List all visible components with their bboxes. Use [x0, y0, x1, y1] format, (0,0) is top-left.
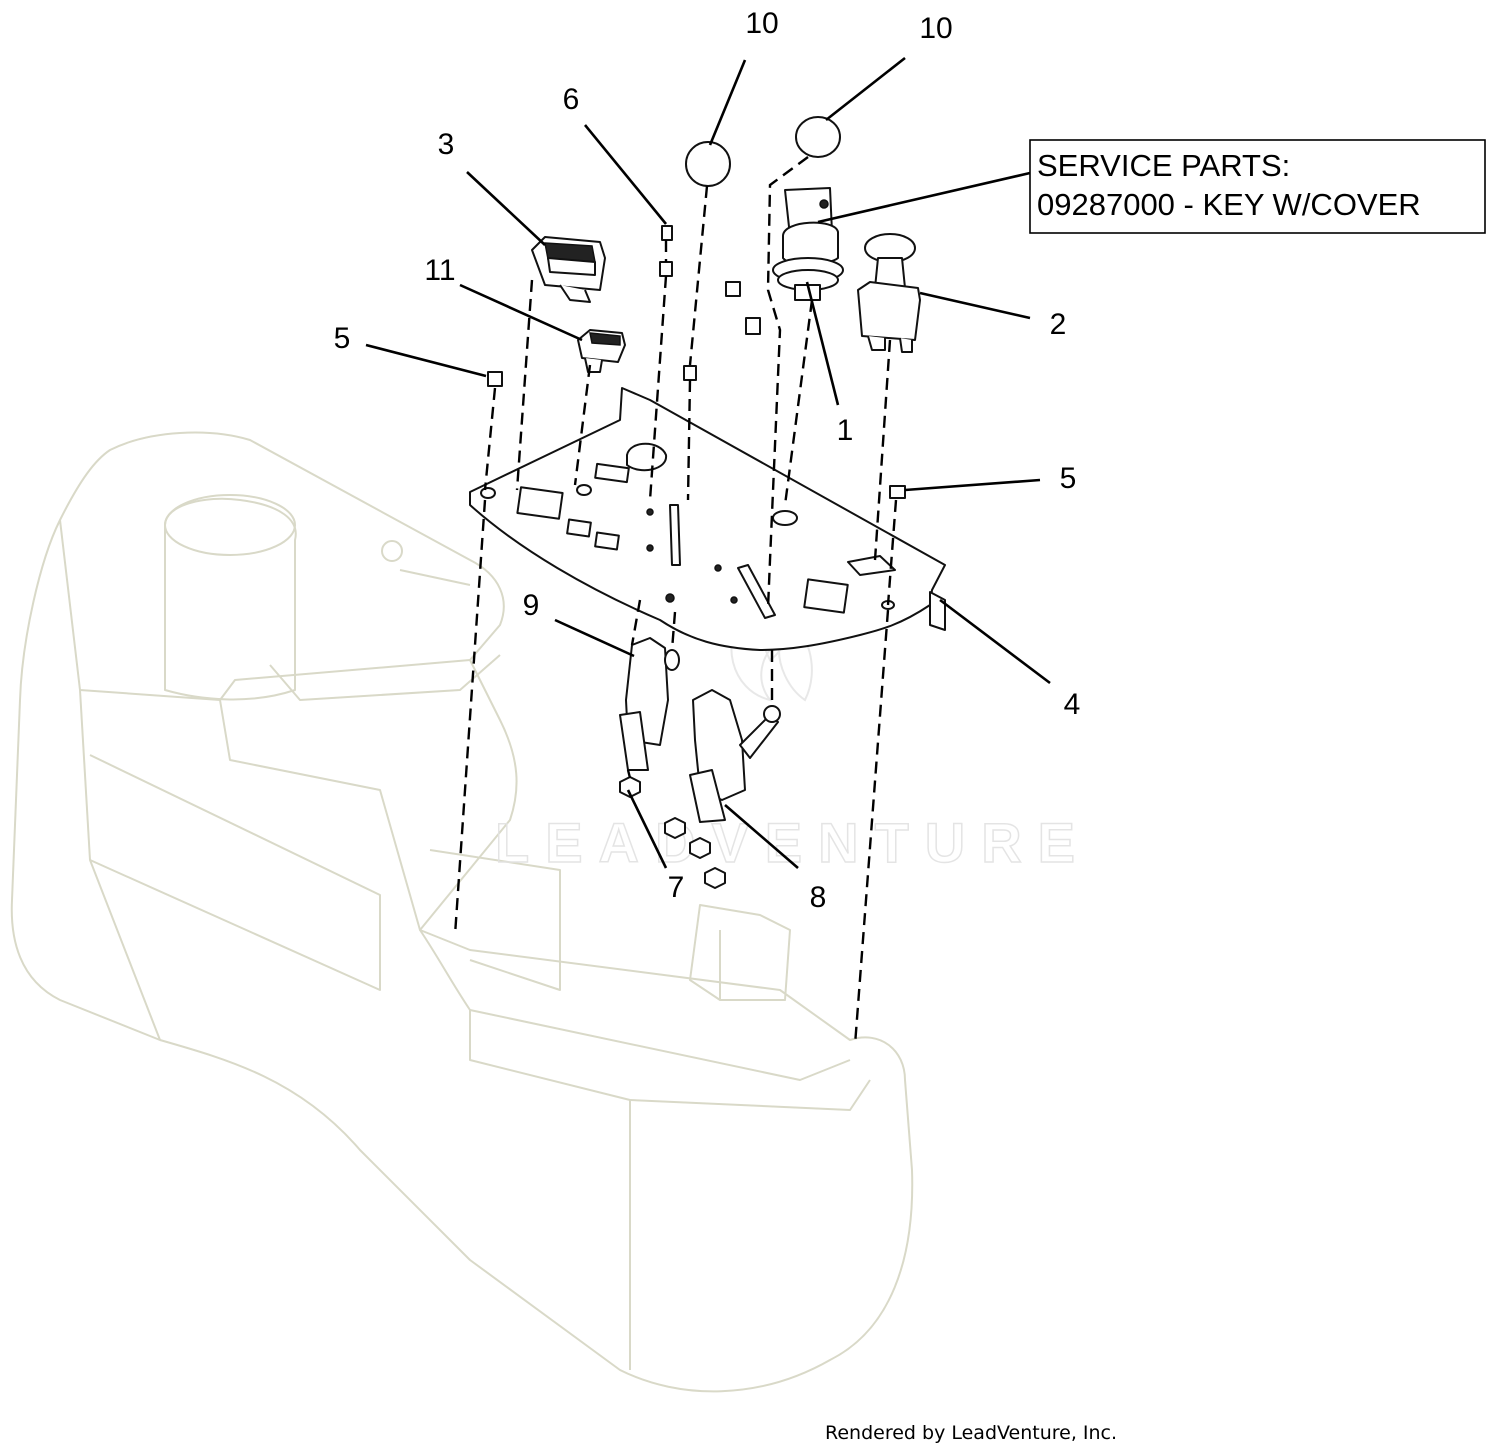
callout-8: 8 — [810, 881, 827, 914]
callout-6: 6 — [563, 83, 580, 116]
watermark-text: LEADVENTURE — [495, 811, 1091, 874]
callout-10a: 10 — [745, 7, 778, 40]
callout-7: 7 — [668, 871, 685, 904]
service-parts-title: SERVICE PARTS: — [1037, 148, 1290, 183]
callout-5b: 5 — [1060, 462, 1077, 495]
service-parts-key-cover: 09287000 - KEY W/COVER — [1037, 187, 1421, 222]
bolts-6 — [487, 225, 906, 499]
assembly-lines — [453, 156, 898, 1046]
callout-9: 9 — [523, 589, 540, 622]
key-switch — [772, 187, 844, 301]
service-parts-box: SERVICE PARTS: 09287000 - KEY W/COVER — [1029, 139, 1486, 234]
callout-5a: 5 — [334, 322, 351, 355]
render-credit: Rendered by LeadVenture, Inc. — [825, 1422, 1117, 1444]
small-switch — [577, 329, 626, 373]
callout-labels: 10 10 6 3 11 5 2 1 5 9 4 7 8 — [334, 7, 1081, 914]
watermark: LEADVENTURE — [494, 607, 1091, 875]
mounting-plate — [469, 387, 946, 651]
callout-2: 2 — [1050, 308, 1067, 341]
console-housing — [10, 431, 914, 1393]
rocker-switch-large — [531, 236, 606, 303]
callout-11: 11 — [424, 254, 455, 287]
nuts-7 — [619, 776, 726, 889]
callout-3: 3 — [438, 128, 455, 161]
bracket-9 — [619, 637, 680, 771]
knobs-10 — [685, 116, 841, 187]
pto-switch — [857, 233, 921, 353]
callout-4: 4 — [1064, 688, 1081, 721]
callout-10b: 10 — [919, 12, 952, 45]
callout-1: 1 — [837, 414, 854, 447]
bracket-8 — [689, 689, 781, 823]
leader-lines — [365, 56, 1051, 869]
